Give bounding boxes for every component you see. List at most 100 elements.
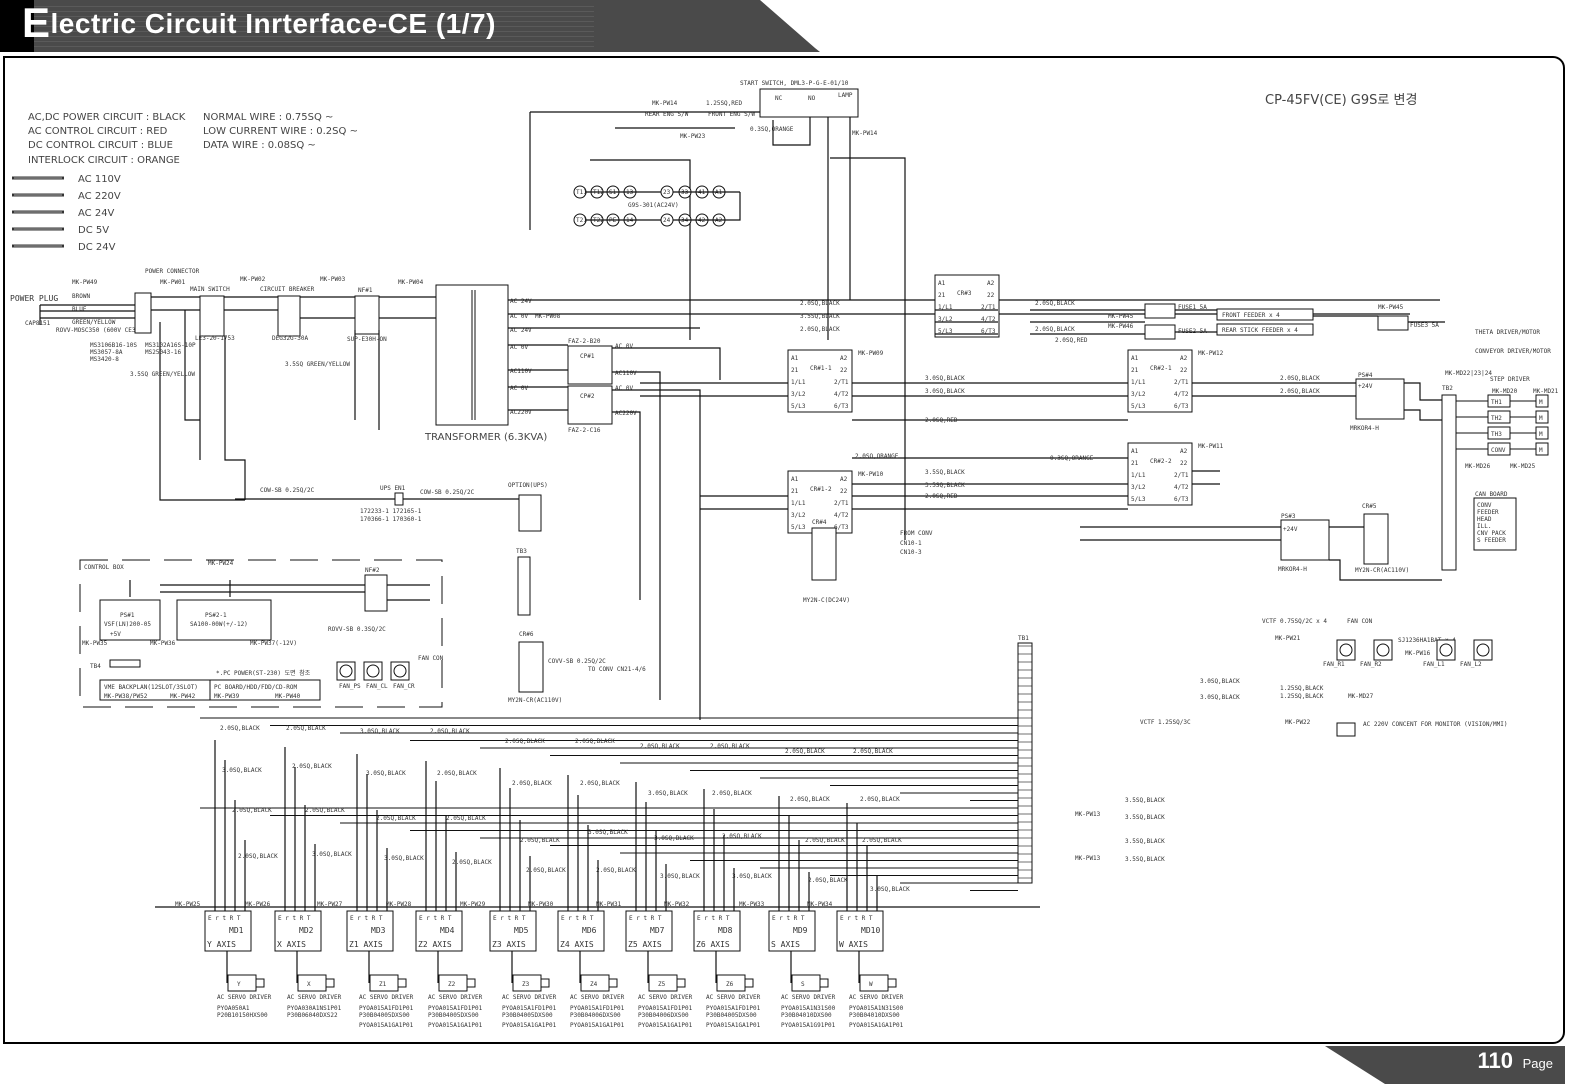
pin-21: 21 xyxy=(791,367,799,374)
control-box-title: CONTROL BOX xyxy=(84,564,124,571)
pin-l2: 3/L2 xyxy=(938,316,953,323)
contact-no: NO xyxy=(808,95,816,102)
fan-name: FAN_CL xyxy=(366,683,388,690)
cp2-name: CP#2 xyxy=(580,393,595,400)
servo-terminals: E r t R T xyxy=(208,915,241,922)
servo-md: MD6 xyxy=(582,926,597,935)
pin-22: 22 xyxy=(1180,367,1188,374)
servo-driver-box xyxy=(489,910,537,952)
step-drivers: THETA DRIVER/MOTOR CONVEYOR DRIVER/MOTOR… xyxy=(1441,329,1559,571)
wire-label: 2.0SQ,BLACK xyxy=(1280,375,1320,382)
front-feeder-label: FRONT FEEDER x 4 xyxy=(1222,312,1280,319)
bus-wire-label: 2.0SQ,BLACK xyxy=(292,763,332,770)
pin-21: 21 xyxy=(938,292,946,299)
servo-driver-box xyxy=(204,910,252,952)
fan-cable: VCTF 0.75SQ/2C x 4 xyxy=(1262,618,1327,625)
start-switch-title: START SWITCH, DML3-P-G-E-01/10 xyxy=(740,80,849,87)
cp1-out-1: AC 0V xyxy=(615,343,633,350)
revision-note: CP-45FV(CE) G9S로 변경 xyxy=(1265,93,1417,108)
vctf-monitor: VCTF 1.25SQ/3C xyxy=(1140,719,1191,726)
rovv-cable: ROVV-SB 0.3SQ/2C xyxy=(328,626,386,633)
fuse3-mk: MK-PW45 xyxy=(1378,304,1404,311)
cp1-part: FAZ-2-B20 xyxy=(568,338,601,345)
pin-t2: 4/T2 xyxy=(834,512,849,519)
wire-brown: BROWN xyxy=(72,293,90,300)
servo-driver-label: AC SERVO DRIVER xyxy=(706,994,761,1001)
pin-t3: 6/T3 xyxy=(834,403,849,410)
bus-wire-label: 3.0SQ,BLACK xyxy=(360,728,400,735)
pin-t1: 2/T1 xyxy=(834,379,849,386)
fan-name: FAN_L2 xyxy=(1460,661,1482,668)
servo-wiring xyxy=(499,768,531,983)
servo-driver-label: AC SERVO DRIVER xyxy=(287,994,342,1001)
mk-pw02: MK-PW02 xyxy=(240,276,266,283)
contactor-mk: MK-PW12 xyxy=(1198,350,1224,357)
servo-wiring xyxy=(846,803,878,983)
wire-label: 3.0SQ,BLACK xyxy=(925,375,965,382)
servo-driver-box xyxy=(693,910,741,952)
servo-wiring xyxy=(425,761,457,983)
step-unit-label: TH1 xyxy=(1491,399,1502,406)
pin-a1: A1 xyxy=(1131,355,1139,362)
servo-driver-box xyxy=(768,910,816,952)
servo-wiring xyxy=(567,775,599,983)
cr5-part: MY2N-CR(AC110V) xyxy=(1355,567,1409,574)
legend-circuit-3: DC CONTROL CIRCUIT : BLUE xyxy=(28,140,173,151)
pin-t3: 6/T3 xyxy=(1174,403,1189,410)
wire-35-d: 3.5SQ,BLACK xyxy=(1125,856,1165,863)
tx-out-2: AC 0V xyxy=(510,313,528,320)
step-unit-label: CONV xyxy=(1491,447,1506,454)
tx-out-3: AC 24V xyxy=(510,327,532,334)
wire-125-b: 1.25SQ,BLACK xyxy=(1280,693,1324,700)
mk-pw03: MK-PW03 xyxy=(320,276,346,283)
fuse3 xyxy=(1377,315,1409,331)
ps1 xyxy=(99,599,161,641)
servo-part-3: PYOA015A1GA1P01 xyxy=(359,1022,414,1029)
wire-label: 2.0SQ,BLACK xyxy=(1035,300,1075,307)
mk-pw35: MK-PW35 xyxy=(82,640,108,647)
servo-motor xyxy=(227,974,257,992)
bus-wire-label: 2.0SQ,BLACK xyxy=(232,807,272,814)
servo-driver-label: AC SERVO DRIVER xyxy=(849,994,904,1001)
cr6 xyxy=(518,641,544,693)
servo-axis: Z6 AXIS xyxy=(696,940,730,949)
wire-03-orange: 0.3SQ,ORANGE xyxy=(750,126,794,133)
bus-wire-label: 2.0SQ,BLACK xyxy=(512,780,552,787)
monitor-outlet xyxy=(1336,722,1356,737)
motor-shaft xyxy=(540,978,550,988)
contactor-box xyxy=(1127,442,1193,506)
can-board-title: CAN BOARD xyxy=(1475,491,1508,498)
pin-l2: 3/L2 xyxy=(791,512,806,519)
wire-125-a: 1.25SQ,BLACK xyxy=(1280,685,1324,692)
ups-label: UPS EN1 xyxy=(380,485,406,492)
cp2-part: FAZ-2-C16 xyxy=(568,427,601,434)
noise-filter-1 xyxy=(354,295,380,335)
pin-t1: 2/T1 xyxy=(1174,379,1189,386)
title-initial: E xyxy=(22,0,51,46)
pin-a1: A1 xyxy=(791,355,799,362)
step-mk: MK-MD22|23|24 xyxy=(1445,370,1492,377)
wire-blue: BLUE xyxy=(72,306,87,313)
wire-label: 0.3SQ,ORANGE xyxy=(1050,455,1094,462)
motor-glyph: M xyxy=(1539,447,1543,454)
servo-motor-label: Z3 xyxy=(522,981,530,988)
servo-driver-box xyxy=(415,910,463,952)
mk-pw23: MK-PW23 xyxy=(680,133,706,140)
servo-part-3: PYOA015A1GA1P01 xyxy=(638,1022,693,1029)
servo-part-3: PYOA015A1GA1P01 xyxy=(502,1022,557,1029)
servo-axis: X AXIS xyxy=(277,940,306,949)
bus-wire-label: 2.0SQ,BLACK xyxy=(862,837,902,844)
bus-wire-label: 2.0SQ,BLACK xyxy=(575,738,615,745)
servo-part-1: PYOA015A1N31S00 xyxy=(781,1005,836,1012)
servo-part-2: P30B06040DXS22 xyxy=(287,1012,338,1019)
tb2-label: TB2 xyxy=(1442,385,1453,392)
cr6-name: CR#6 xyxy=(519,631,534,638)
bus-wire-label: 2.0SQ,BLACK xyxy=(860,796,900,803)
bus-wire-label: 2.0SQ,BLACK xyxy=(785,748,825,755)
fuse2-mk: MK-PW46 xyxy=(1108,323,1134,330)
pin-t1: 2/T1 xyxy=(834,500,849,507)
fan-icon xyxy=(1376,643,1390,657)
mk-md25: MK-MD25 xyxy=(1510,463,1536,470)
